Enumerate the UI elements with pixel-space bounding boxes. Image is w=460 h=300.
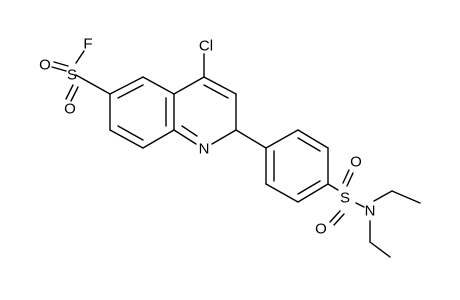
bond — [235, 129, 267, 149]
bond — [373, 190, 393, 202]
bond — [346, 172, 354, 187]
bond — [342, 169, 350, 184]
bond — [75, 50, 85, 64]
oxygen-atom-label: O — [39, 57, 51, 74]
sulfur-atom-label: S — [67, 67, 77, 84]
bond — [173, 76, 205, 95]
nitrogen-atom-label: N — [365, 203, 376, 220]
bond — [203, 76, 237, 95]
bond — [297, 129, 329, 149]
bond — [391, 190, 421, 204]
bond-double-inner — [203, 84, 229, 99]
oxygen-atom-label: O — [350, 154, 362, 171]
chlorine-atom-label: Cl — [199, 38, 213, 55]
bond — [53, 61, 69, 67]
bond — [327, 183, 339, 191]
bond-double-inner — [117, 84, 144, 99]
bonds — [51, 50, 421, 258]
bond — [142, 76, 175, 95]
bond-double-inner — [181, 125, 198, 137]
bond — [65, 84, 74, 100]
bond — [142, 129, 175, 149]
bond — [297, 183, 329, 203]
bond — [70, 86, 79, 102]
bond — [173, 129, 197, 145]
bond — [333, 213, 345, 226]
bond — [211, 129, 237, 145]
sulfur-atom-label: S — [340, 190, 350, 207]
bond — [265, 129, 299, 149]
bond-double-inner — [297, 180, 321, 195]
oxygen-atom-label: O — [64, 101, 76, 118]
bond — [51, 66, 67, 72]
fluorine-atom-label: F — [83, 36, 92, 53]
bond — [75, 74, 111, 95]
bond — [355, 202, 365, 208]
bond — [109, 129, 144, 149]
bond-double-inner — [297, 137, 321, 152]
atom-labels: Cl F S O O N S O O N — [39, 36, 375, 238]
bond — [109, 76, 144, 95]
bond — [329, 210, 341, 223]
nitrogen-atom-label: N — [199, 141, 210, 158]
bond — [265, 183, 299, 203]
bond — [369, 241, 391, 258]
bond-double-inner — [117, 125, 144, 141]
oxygen-atom-label: O — [315, 221, 327, 238]
